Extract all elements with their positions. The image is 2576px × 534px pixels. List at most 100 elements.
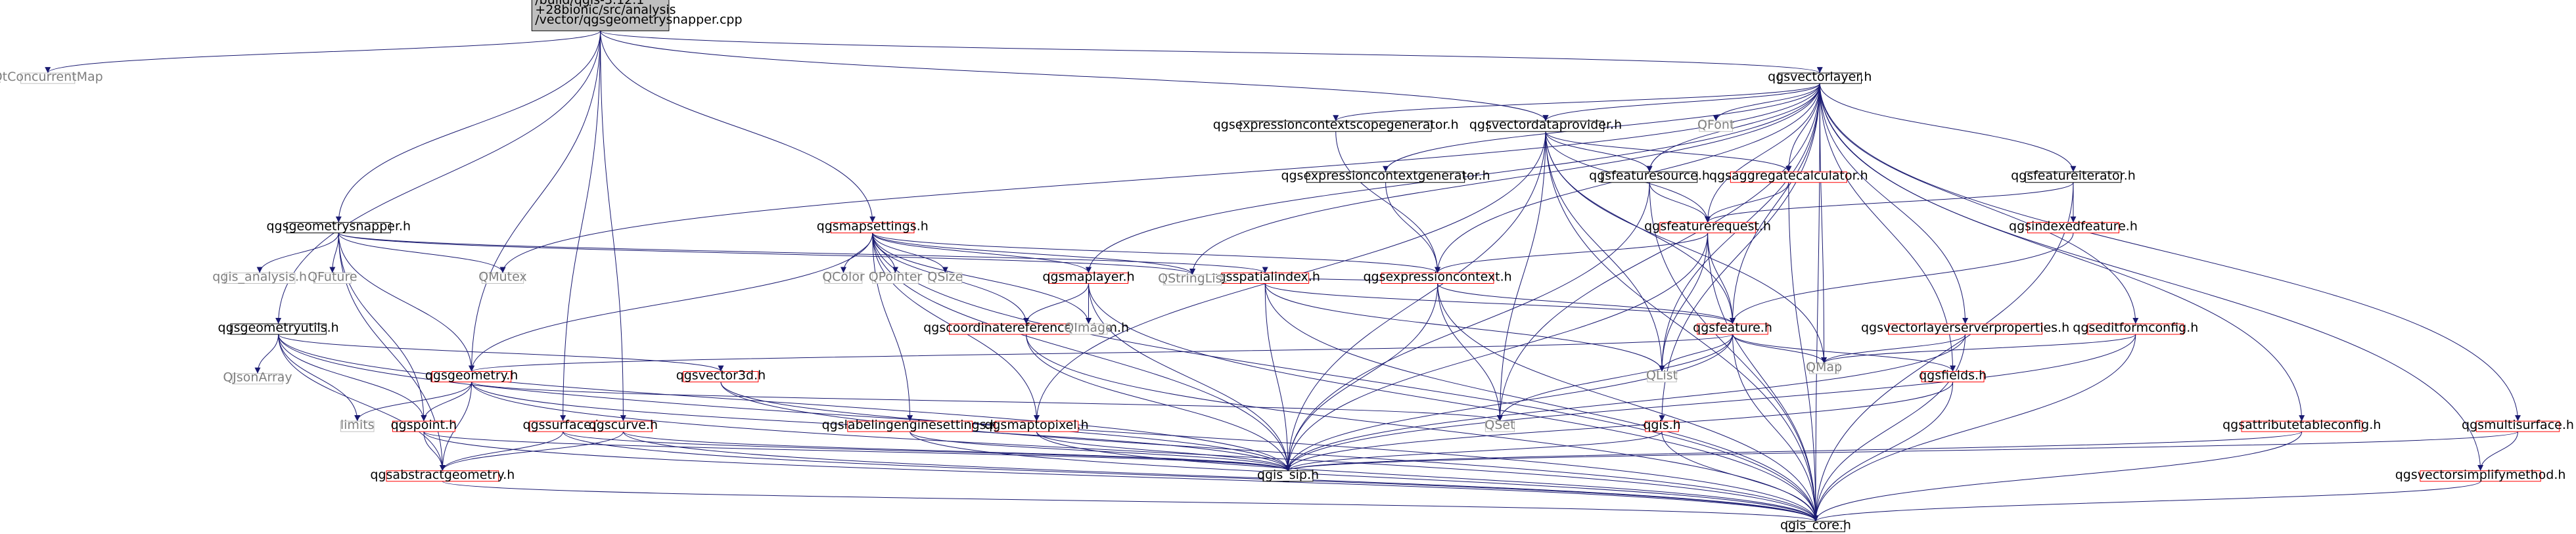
node-label: QJsonArray — [223, 370, 292, 385]
dependency-edge — [1730, 233, 2074, 324]
dependency-edge — [439, 432, 564, 471]
node-qstringlist: QStringList — [1158, 271, 1227, 286]
node-qgsvector3d-h[interactable]: qgsvector3d.h — [676, 368, 766, 383]
node-qgsfeatureiterator-h[interactable]: qgsfeatureiterator.h — [2011, 169, 2136, 183]
dependency-edge — [872, 233, 1195, 275]
dependency-edge — [278, 334, 1291, 471]
dependency-edge — [1646, 83, 1820, 172]
dependency-edge — [1545, 131, 1653, 172]
dependency-edge — [1713, 83, 1820, 122]
node-qgsvectordataprovider-h[interactable]: qgsvectordataprovider.h — [1469, 118, 1622, 132]
node-label: qgscurve.h — [589, 418, 658, 432]
node-box — [481, 273, 524, 284]
dependency-edge — [1435, 233, 1709, 273]
node-box — [340, 420, 375, 432]
node-box — [847, 420, 973, 432]
node-box — [1730, 171, 1847, 183]
dependency-edge — [600, 30, 876, 223]
node-qgsfeaturerequest-h[interactable]: qgsfeaturerequest.h — [1644, 219, 1771, 234]
dependency-edge — [1819, 83, 1956, 372]
node-qgsexpressioncontextgenerator-h[interactable]: qgsexpressioncontextgenerator.h — [1281, 169, 1490, 183]
node-label: QList — [1646, 368, 1678, 383]
node-qgsvectorlayerserverproperties-h[interactable]: qgsvectorlayerserverproperties.h — [1861, 321, 2069, 335]
node-qgslabelingenginesettings-h[interactable]: qgslabelingenginesettings.h — [822, 418, 998, 432]
dependency-edge — [1659, 83, 1820, 422]
node-label: qgsvectorlayer.h — [1768, 70, 1872, 84]
node-qgis-analysis-h: qgis_analysis.h — [212, 270, 307, 284]
node-qgsfeaturesource-h[interactable]: qgsfeaturesource.h — [1589, 169, 1710, 183]
node-qgsmaplayer-h[interactable]: qgsmaplayer.h — [1042, 270, 1134, 284]
node-label: QMutex — [478, 270, 526, 284]
dependency-edge — [1264, 283, 1736, 324]
dependency-edge — [1819, 83, 1969, 324]
node-qgsfeature-h[interactable]: qgsfeature.h — [1693, 321, 1772, 335]
dependency-edge — [1088, 283, 1819, 522]
dependency-edge — [720, 382, 1819, 522]
dependency-edge — [1545, 131, 1828, 363]
node-qgsspatialindex-h[interactable]: qgsspatialindex.h — [1210, 270, 1320, 284]
node-qgsindexedfeature-h[interactable]: qgsindexedfeature.h — [2009, 219, 2138, 234]
node-qgsabstractgeometry-h[interactable]: qgsabstractgeometry.h — [370, 468, 515, 482]
node-qgsvectorsimplifymethod-h[interactable]: qgsvectorsimplifymethod.h — [2395, 468, 2566, 482]
node-qgsmaptopixel-h[interactable]: qgsmaptopixel.h — [984, 418, 1088, 432]
dependency-edge — [622, 432, 1819, 522]
node-qgis-h[interactable]: qgis.h — [1643, 418, 1680, 432]
node-box — [1162, 274, 1222, 286]
node-label: qgsmultisurface.h — [2462, 418, 2574, 432]
dependency-edge — [872, 233, 1092, 324]
node-label: qgsvectorlayerserverproperties.h — [1861, 321, 2069, 335]
node-qgsexpressioncontext-h[interactable]: qgsexpressioncontext.h — [1364, 270, 1512, 284]
dependency-edge — [1545, 131, 1665, 372]
node-label: qgis.h — [1643, 418, 1680, 432]
dependency-edge — [1496, 334, 1734, 422]
dependency-edge — [1189, 83, 1820, 275]
node-box — [1601, 171, 1698, 183]
dependency-edge — [1819, 83, 2139, 324]
node-box — [1659, 222, 1756, 234]
node-qgsmapsettings-h[interactable]: qgsmapsettings.h — [817, 219, 929, 234]
node-label: qgsaggregatecalculator.h — [1709, 169, 1868, 183]
node-box — [2241, 420, 2362, 432]
dependency-edge — [840, 233, 873, 273]
node-qgsgeometry-h[interactable]: qgsgeometry.h — [425, 368, 518, 383]
node-qfuture: QFuture — [308, 270, 357, 284]
node-box — [1069, 323, 1108, 335]
node-box — [386, 470, 499, 482]
node-box — [831, 222, 915, 234]
node-label: qgsvector3d.h — [676, 368, 766, 383]
node-box — [1697, 323, 1768, 335]
node-qgsexpressioncontextscopegenerator-h[interactable]: qgsexpressioncontextscopegenerator.h — [1213, 118, 1459, 132]
node-label: QImage — [1064, 321, 1113, 335]
node-qgspoint-h[interactable]: qgspoint.h — [391, 418, 457, 432]
root-label-line: +28bionic/src/analysis — [535, 3, 676, 17]
dependency-edge — [1812, 432, 2303, 522]
node-qgssurface-h[interactable]: qgssurface.h — [523, 418, 603, 432]
dependency-edge — [1437, 283, 1736, 324]
dependency-edge — [275, 30, 601, 324]
node-label: QtConcurrentMap — [0, 70, 103, 84]
dependency-edge — [1285, 233, 1709, 471]
dependency-edge — [338, 233, 506, 273]
dependency-edge — [1264, 283, 1291, 471]
node-qgsattributetableconfig-h[interactable]: qgsattributetableconfig.h — [2222, 418, 2381, 432]
node-box — [2420, 470, 2541, 482]
dependency-edge — [563, 432, 1819, 522]
dependency-edge — [338, 233, 427, 422]
node-qgsvectorlayer-h[interactable]: qgsvectorlayer.h — [1768, 70, 1872, 84]
node-qgsmultisurface-h[interactable]: qgsmultisurface.h — [2462, 418, 2574, 432]
node-qgscurve-h[interactable]: qgscurve.h — [589, 418, 658, 432]
node-qgseditformconfig-h[interactable]: qgseditformconfig.h — [2073, 321, 2198, 335]
node-label: qgslabelingenginesettings.h — [822, 418, 998, 432]
dependency-edge — [560, 30, 601, 422]
node-label: QMap — [1806, 360, 1842, 374]
node-qgsaggregatecalculator-h[interactable]: qgsaggregatecalculator.h — [1709, 169, 1868, 183]
node-qgsgeometrysnapper-h[interactable]: qgsgeometrysnapper.h — [266, 219, 411, 234]
node-qgis-sip-h[interactable]: qgis_sip.h — [1257, 468, 1319, 482]
node-qgsfields-h[interactable]: qgsfields.h — [1919, 368, 1987, 383]
node-qjsonarray: QJsonArray — [223, 370, 292, 385]
node-qgsgeometryutils-h[interactable]: qgsgeometryutils.h — [218, 321, 339, 335]
dependency-edge — [1285, 431, 2518, 472]
dependency-edge — [600, 30, 1549, 122]
node-qgis-core-h[interactable]: qgis_core.h — [1780, 518, 1851, 533]
